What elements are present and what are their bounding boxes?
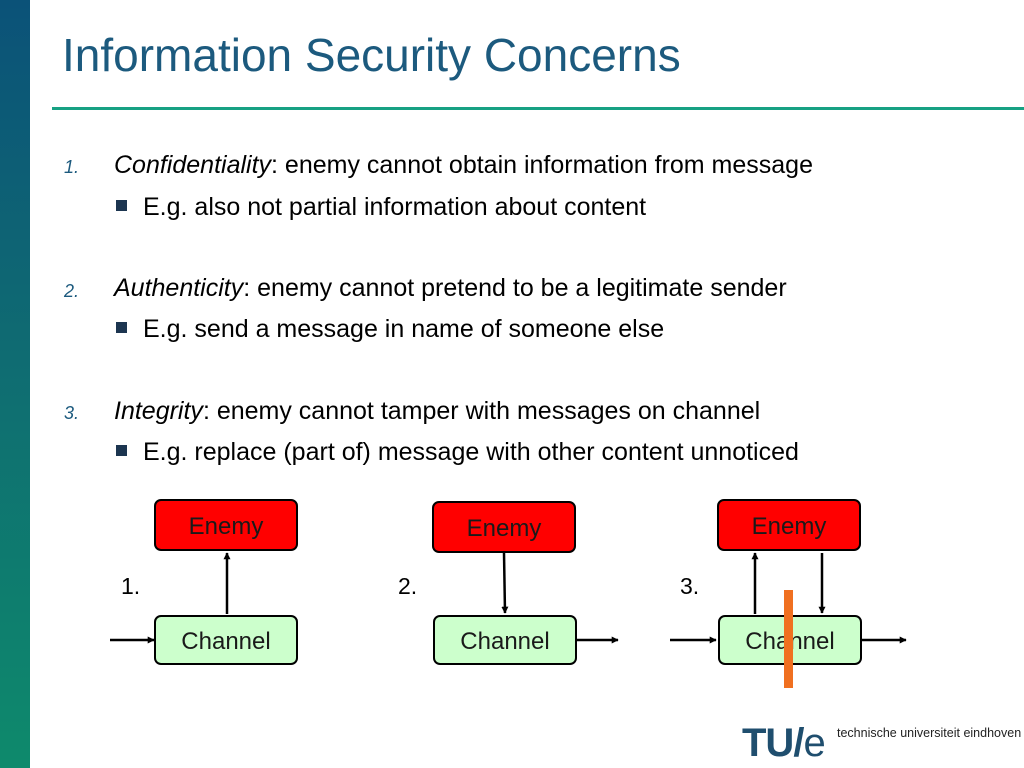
diagram-3-label: 3. (680, 573, 699, 599)
diagram-confidentiality: 1. Enemy Channel (110, 499, 298, 665)
university-name: technische universiteit eindhoven (837, 726, 1022, 740)
enemy-label: Enemy (189, 513, 264, 540)
diagram-integrity: 3. Enemy Channel (670, 499, 907, 688)
channel-label: Channel (181, 628, 270, 655)
content-list: 1. Confidentiality: enemy cannot obtain … (64, 151, 813, 467)
enemy-box (717, 499, 861, 551)
sidebar-stripe (0, 0, 30, 768)
tue-logo: TU/e (742, 721, 826, 766)
item-number-3: 3. (64, 403, 80, 423)
diagram-1-label: 1. (121, 573, 140, 599)
tamper-bar (784, 590, 793, 688)
item-2-text: : enemy cannot pretend to be a legitimat… (243, 274, 787, 302)
channel-box (154, 615, 298, 665)
enemy-label: Enemy (752, 513, 827, 540)
channel-label: Channel (460, 628, 549, 655)
item-3: Integrity: enemy cannot tamper with mess… (114, 397, 760, 426)
item-1-text: : enemy cannot obtain information from m… (271, 151, 813, 179)
item-3-text: : enemy cannot tamper with messages on c… (202, 397, 761, 425)
subitem-2: E.g. send a message in name of someone e… (116, 315, 664, 344)
inject-arrow (501, 552, 509, 614)
item-1: Confidentiality: enemy cannot obtain inf… (114, 151, 813, 180)
diagram-authenticity: 2. Enemy Channel (398, 501, 619, 665)
security-diagrams: 1. Enemy Channel 2. Enemy Channel 3. Ene… (110, 499, 907, 688)
subitem-1-text: E.g. also not partial information about … (143, 193, 647, 221)
page-title: Information Security Concerns (62, 29, 681, 81)
square-bullet-icon (116, 200, 127, 211)
enemy-box (154, 499, 298, 551)
square-bullet-icon (116, 445, 127, 456)
enemy-box (432, 501, 576, 553)
item-2-term: Authenticity (114, 274, 244, 302)
item-number-2: 2. (64, 281, 80, 301)
title-divider (52, 107, 1024, 110)
channel-box (433, 615, 577, 665)
logo-mark-b: e (803, 721, 825, 765)
item-2: Authenticity: enemy cannot pretend to be… (114, 274, 787, 303)
item-1-term: Confidentiality (114, 151, 272, 179)
subitem-2-text: E.g. send a message in name of someone e… (143, 315, 665, 343)
item-number-1: 1. (64, 157, 80, 177)
item-3-term: Integrity (114, 397, 203, 425)
subitem-3-text: E.g. replace (part of) message with othe… (143, 438, 799, 466)
subitem-3: E.g. replace (part of) message with othe… (116, 438, 799, 467)
subitem-1: E.g. also not partial information about … (116, 193, 646, 222)
diagram-2-label: 2. (398, 573, 417, 599)
square-bullet-icon (116, 322, 127, 333)
logo-mark-a: TU/ (742, 721, 804, 765)
enemy-label: Enemy (467, 515, 542, 542)
